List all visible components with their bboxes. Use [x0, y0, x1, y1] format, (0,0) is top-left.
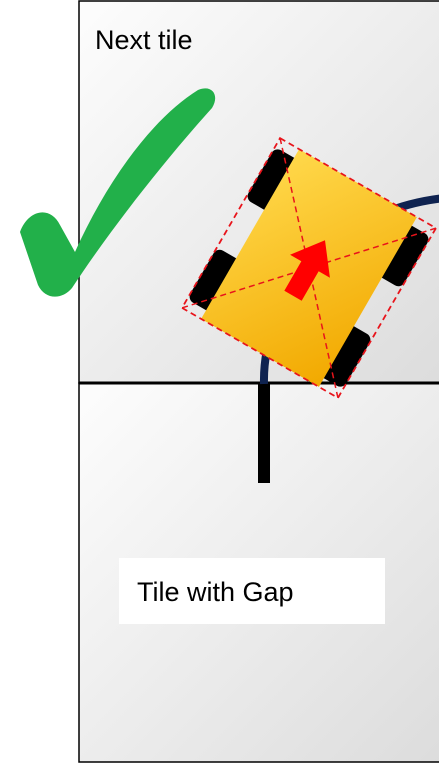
gap-tile-label: Tile with Gap: [137, 577, 294, 607]
next-tile-label: Next tile: [95, 25, 193, 55]
